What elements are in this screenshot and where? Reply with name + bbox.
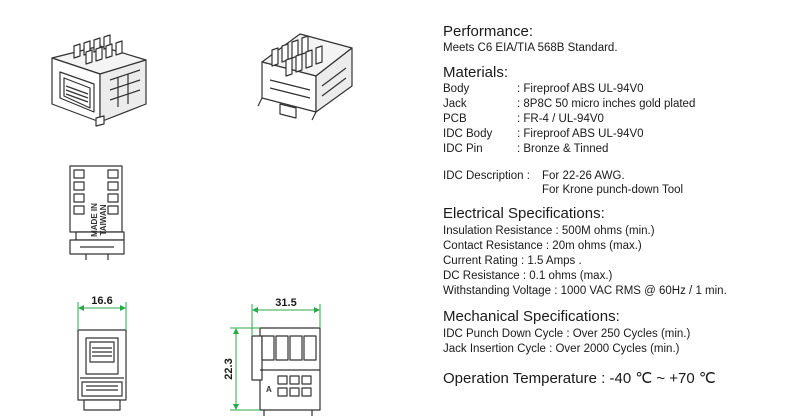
mechanical-line: Jack Insertion Cycle : Over 2000 Cycles … <box>443 343 680 355</box>
mechanical-line: IDC Punch Down Cycle : Over 250 Cycles (… <box>443 328 691 340</box>
front-view <box>77 329 127 411</box>
electrical-line: DC Resistance : 0.1 ohms (max.) <box>443 270 613 282</box>
dim-label-22-3: 22.3 <box>223 358 235 379</box>
material-label-idc-pin: IDC Pin <box>443 143 483 155</box>
material-label-body: Body <box>443 83 470 95</box>
electrical-line: Withstanding Voltage : 1000 VAC RMS @ 60… <box>443 285 727 297</box>
dim-label-16-6: 16.6 <box>91 295 112 307</box>
pcb-text-line2: TAIWAN <box>99 204 108 235</box>
dim-16-6-lines <box>77 302 127 330</box>
electrical-line: Contact Resistance : 20m ohms (max.) <box>443 240 642 252</box>
operation-temperature: Operation Temperature : -40 ℃ ~ +70 ℃ <box>443 370 716 387</box>
isometric-rear-view <box>257 33 353 121</box>
idc-description-line1: For 22-26 AWG. <box>542 170 625 182</box>
dim-22-3-lines <box>230 327 260 411</box>
specifications-panel: Performance: Meets C6 EIA/TIA 568B Stand… <box>443 0 783 420</box>
mechanical-heading: Mechanical Specifications: <box>443 308 620 325</box>
dim-31-5-lines <box>251 304 321 336</box>
idc-description-line2: For Krone punch-down Tool <box>542 184 684 196</box>
idc-description-label: IDC Description : <box>443 170 530 182</box>
pcb-text-line1: MADE IN <box>90 203 99 237</box>
material-value-idc-body: : Fireproof ABS UL-94V0 <box>517 128 644 140</box>
side-view <box>251 327 321 416</box>
materials-heading: Materials: <box>443 64 509 81</box>
performance-text: Meets C6 EIA/TIA 568B Standard. <box>443 42 618 54</box>
pcb-marker: A <box>266 385 272 394</box>
top-view <box>69 165 125 260</box>
material-value-body: : Fireproof ABS UL-94V0 <box>517 83 644 95</box>
technical-drawings: MADE IN TAIWAN A 16.6 31.5 22.3 <box>51 33 353 416</box>
electrical-line: Insulation Resistance : 500M ohms (min.) <box>443 225 655 237</box>
material-value-pcb: : FR-4 / UL-94V0 <box>517 113 604 125</box>
material-value-jack: : 8P8C 50 micro inches gold plated <box>517 98 696 110</box>
material-label-pcb: PCB <box>443 113 467 125</box>
isometric-front-view <box>51 34 147 127</box>
performance-heading: Performance: <box>443 23 534 40</box>
material-label-idc-body: IDC Body <box>443 128 493 140</box>
material-value-idc-pin: : Bronze & Tinned <box>517 143 609 155</box>
electrical-heading: Electrical Specifications: <box>443 205 605 222</box>
electrical-line: Current Rating : 1.5 Amps . <box>443 255 582 267</box>
material-label-jack: Jack <box>443 98 467 110</box>
dim-label-31-5: 31.5 <box>275 297 296 309</box>
